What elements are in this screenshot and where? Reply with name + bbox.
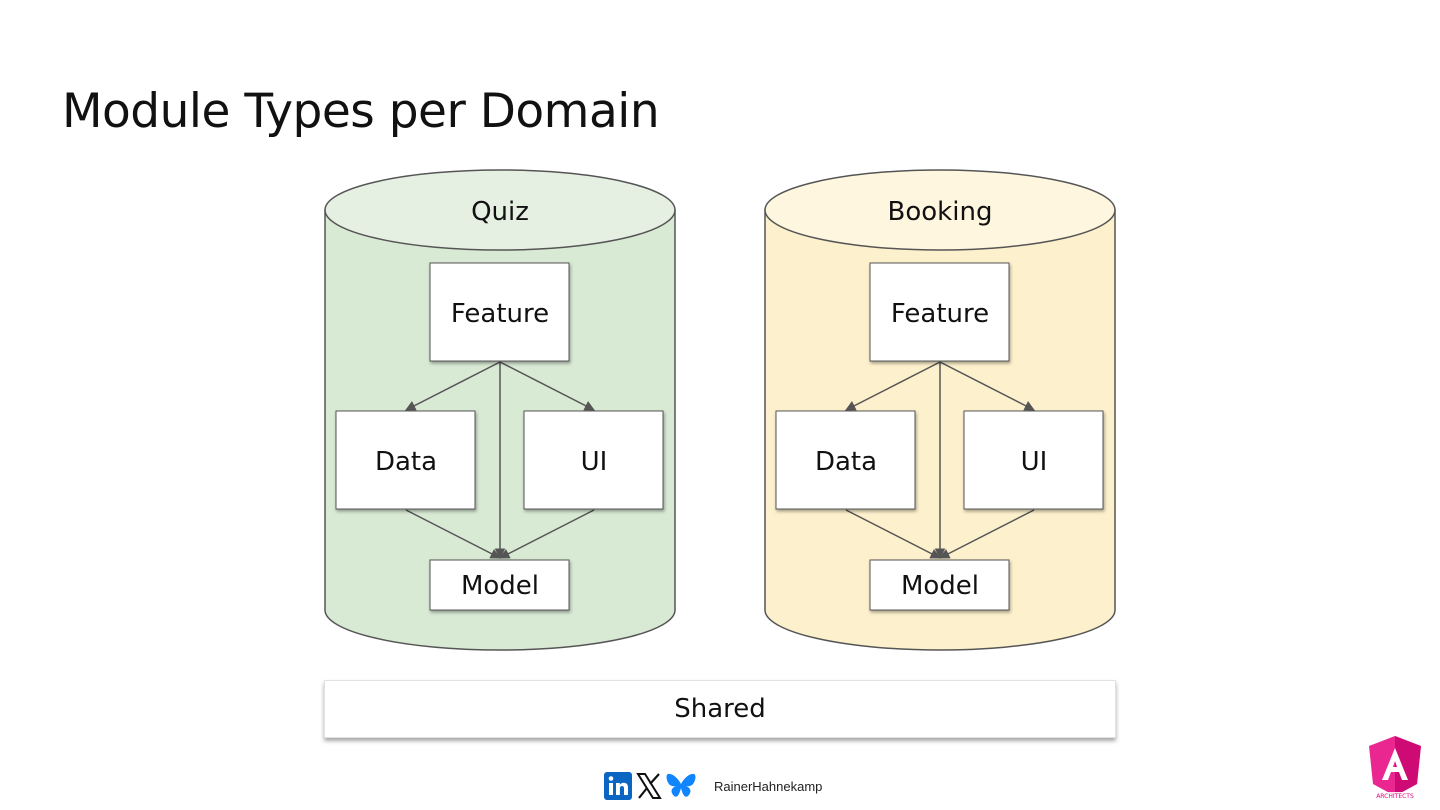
footer-social: RainerHahnekamp [604,771,822,801]
arrow-feature-to-ui [939,361,1035,411]
module-ui: UI [523,410,664,510]
arrows [845,361,1035,560]
module-feature: Feature [429,262,570,362]
domain-cylinder-booking: Booking Feature Data UI Model [764,169,1116,651]
arrow-feature-to-ui [499,361,595,411]
module-model-label: Model [901,571,979,601]
arrow-ui-to-model [939,509,1035,559]
domain-label: Quiz [471,197,529,227]
x-icon[interactable] [636,772,662,800]
module-model: Model [869,559,1010,611]
linkedin-icon[interactable] [604,772,632,800]
cylinder-top [764,169,1116,251]
module-ui: UI [963,410,1104,510]
arrow-data-to-model [405,509,501,559]
module-data-label: Data [815,447,877,477]
shared-label: Shared [674,694,766,724]
slide-title: Module Types per Domain [62,84,660,139]
module-data: Data [775,410,916,510]
arrows [405,361,595,560]
module-data: Data [335,410,476,510]
bluesky-icon[interactable] [666,772,696,800]
shared-module-bar: Shared [324,680,1116,738]
arrow-feature-to-data [405,361,501,411]
arrow-ui-to-model [499,509,595,559]
module-feature-label: Feature [451,299,549,329]
arrow-feature-to-data [845,361,941,411]
module-model: Model [429,559,570,611]
module-ui-label: UI [581,447,608,477]
svg-text:ARCHITECTS: ARCHITECTS [1376,793,1414,800]
cylinder-top [324,169,676,251]
module-feature: Feature [869,262,1010,362]
domain-cylinder-quiz: Quiz Feature Data UI Model [324,169,676,651]
author-handle: RainerHahnekamp [714,778,823,794]
module-model-label: Model [461,571,539,601]
module-data-label: Data [375,447,437,477]
angular-architects-logo-icon: ARCHITECTS [1366,734,1424,804]
arrow-data-to-model [845,509,941,559]
module-feature-label: Feature [891,299,989,329]
module-ui-label: UI [1021,447,1048,477]
domain-label: Booking [888,197,993,227]
